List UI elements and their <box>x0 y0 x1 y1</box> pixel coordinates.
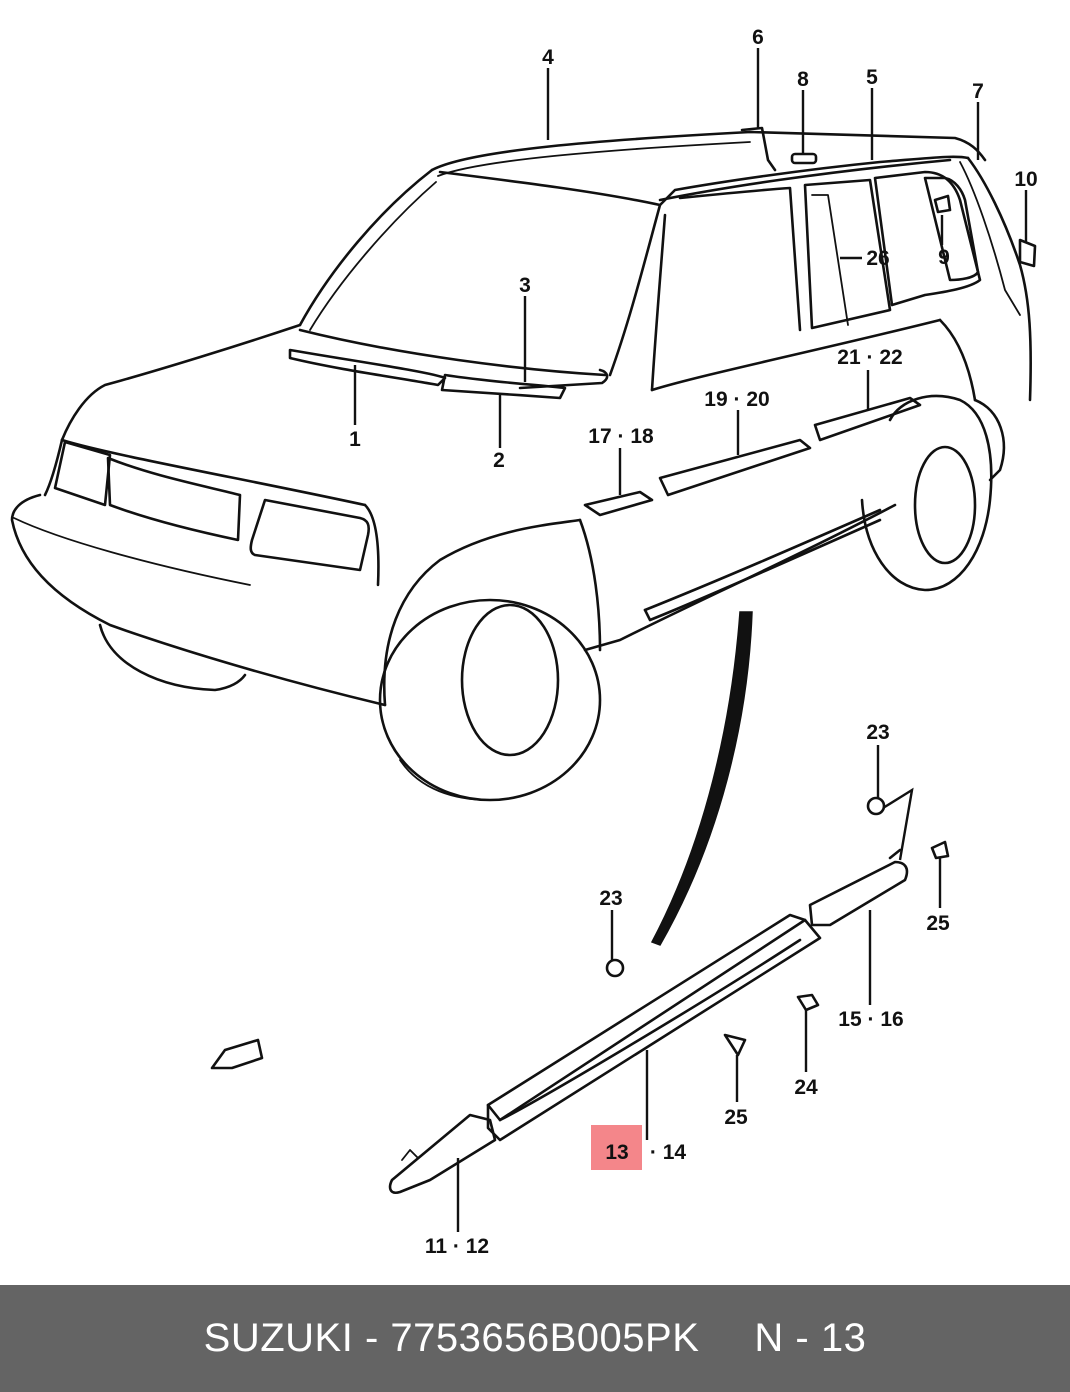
label-14: · 14 <box>650 1141 687 1164</box>
parts-diagram: 4 6 8 5 7 10 26 9 3 21 · 22 19 · 20 17 ·… <box>10 26 1038 1258</box>
label-9: 9 <box>938 246 950 269</box>
callout-arrow <box>650 611 753 946</box>
part-info-footer: SUZUKI - 7753656B005PK N - 13 <box>0 1285 1070 1392</box>
label-23-lower: 23 <box>599 887 622 910</box>
leader-lines <box>353 48 1028 1232</box>
label-23-upper: 23 <box>866 721 889 744</box>
brand-name: SUZUKI <box>203 1316 354 1360</box>
part-number: 7753656B005PK <box>390 1316 700 1360</box>
label-3: 3 <box>519 274 531 297</box>
label-8: 8 <box>797 68 809 91</box>
label-4: 4 <box>542 46 554 69</box>
label-24: 24 <box>794 1076 818 1099</box>
label-1: 1 <box>349 428 361 451</box>
label-7: 7 <box>972 80 984 103</box>
label-13: 13 <box>605 1141 628 1164</box>
label-2: 2 <box>493 449 505 472</box>
label-19-20: 19 · 20 <box>704 388 769 411</box>
part-labels: 4 6 8 5 7 10 26 9 3 21 · 22 19 · 20 17 ·… <box>349 26 1038 1258</box>
label-5: 5 <box>866 66 878 89</box>
label-21-22: 21 · 22 <box>837 346 902 369</box>
label-26: 26 <box>866 247 889 270</box>
label-6: 6 <box>752 26 764 49</box>
highlight-box <box>591 1125 642 1170</box>
label-11-12: 11 · 12 <box>425 1235 489 1258</box>
vehicle-mouldings <box>288 126 1037 517</box>
label-10: 10 <box>1014 168 1037 191</box>
label-15-16: 15 · 16 <box>838 1008 903 1031</box>
label-17-18: 17 · 18 <box>588 425 654 448</box>
diagram-position: N - 13 <box>754 1316 867 1360</box>
label-25-lower: 25 <box>724 1106 748 1129</box>
separator: - <box>353 1316 391 1360</box>
side-sill-assembly <box>210 796 950 1194</box>
label-25-upper: 25 <box>926 912 950 935</box>
vehicle-drawing <box>10 130 1032 802</box>
